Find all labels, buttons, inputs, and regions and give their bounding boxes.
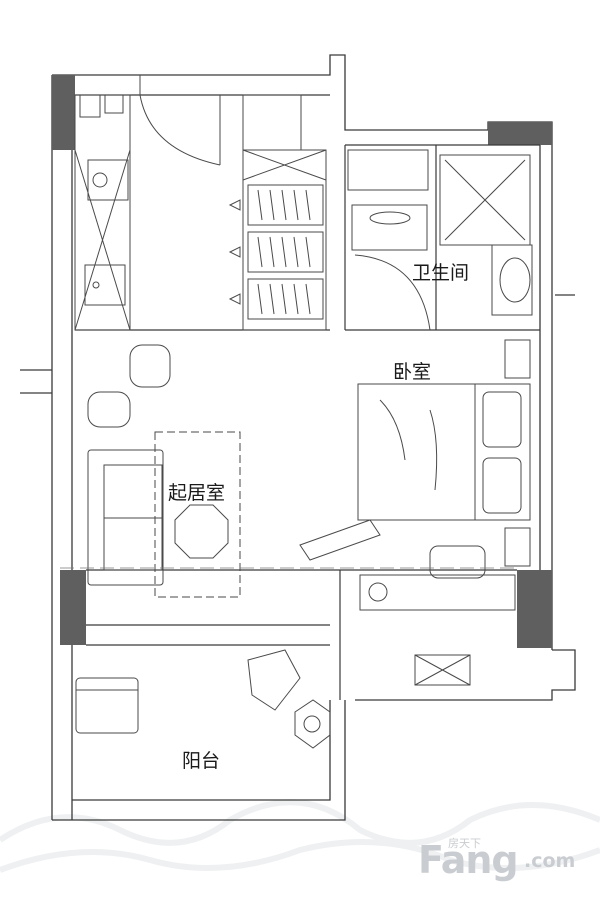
columns	[52, 75, 552, 648]
living-furniture	[87, 344, 241, 598]
bathroom-fixtures	[347, 149, 533, 331]
kitchen-counter	[74, 94, 131, 331]
interior-walls	[75, 144, 540, 700]
mountain-watermark	[0, 799, 600, 873]
watermark-site: 房天下	[448, 837, 481, 850]
wardrobe	[228, 94, 327, 331]
living-room-label: 起居室	[168, 482, 226, 504]
balcony-furniture	[75, 574, 516, 749]
bathroom-label: 卫生间	[412, 262, 470, 284]
bedroom-furniture	[299, 339, 531, 579]
balcony-label: 阳台	[182, 750, 221, 772]
exterior-walls	[20, 54, 576, 821]
watermark-brand: Fang	[418, 838, 519, 882]
entry-door	[139, 75, 221, 166]
bedroom-label: 卧室	[393, 361, 432, 383]
watermark-domain: .com	[524, 850, 576, 872]
